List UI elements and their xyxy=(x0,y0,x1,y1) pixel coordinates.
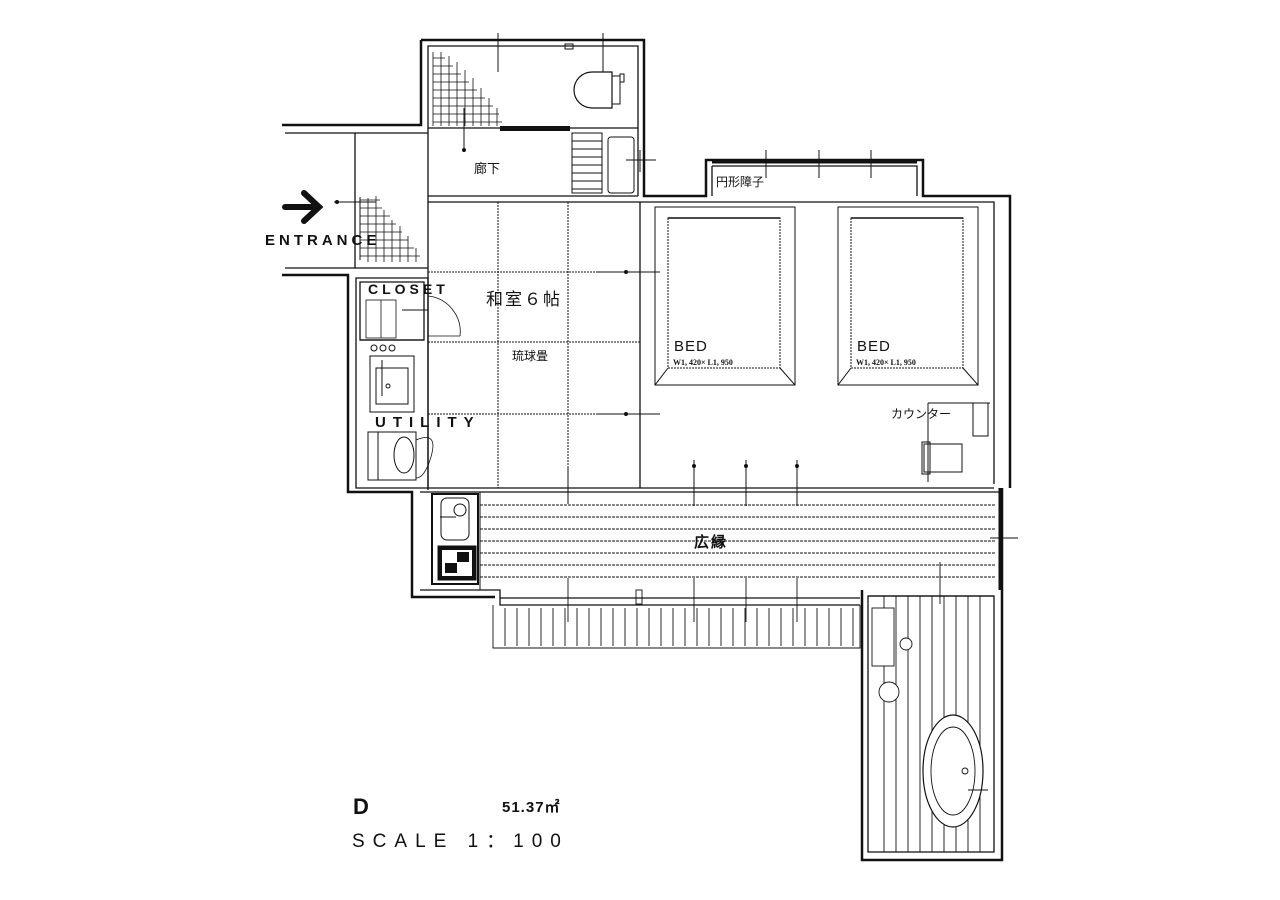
ryukyu-tatami-label: 琉球畳 xyxy=(512,349,549,363)
closet-utility xyxy=(365,295,461,481)
washitsu-label: 和室６帖 xyxy=(486,290,562,310)
engawa-floor xyxy=(480,504,996,578)
area-label: 51.37㎡ xyxy=(502,799,561,816)
inner-walls xyxy=(285,45,1001,853)
closet-label: CLOSET xyxy=(368,281,449,297)
toilet-bowl-icon xyxy=(573,71,613,109)
round-shoji-label: 円形障子 xyxy=(716,175,765,189)
bed-1 xyxy=(654,206,796,386)
kitchenette xyxy=(431,493,479,585)
round-shoji xyxy=(712,150,917,178)
bed-2-label: BED xyxy=(857,338,891,355)
counter xyxy=(921,402,990,482)
tatami-grid xyxy=(428,202,640,488)
bed-1-size: W1, 420× L1, 950 xyxy=(673,358,733,367)
toilet-room xyxy=(432,33,625,131)
counter-label: カウンター xyxy=(891,407,952,421)
entrance-label: ENTRANCE xyxy=(265,232,381,249)
utility-label: UTILITY xyxy=(375,414,481,431)
entrance-arrow-icon xyxy=(282,190,324,224)
grid-ticks xyxy=(567,270,660,504)
unit-label: D xyxy=(353,794,369,819)
bed-2-size: W1, 420× L1, 950 xyxy=(856,358,916,367)
bed-1-label: BED xyxy=(674,338,708,355)
corridor-label: 廊下 xyxy=(474,162,501,177)
lower-deck xyxy=(492,578,861,649)
scale-label: SCALE 1：100 xyxy=(352,831,569,852)
outer-walls xyxy=(282,38,1012,862)
entrance-area xyxy=(334,196,420,262)
dimension-ticks xyxy=(692,460,1018,590)
engawa-label: 広縁 xyxy=(694,533,729,551)
tile-grid xyxy=(432,52,502,126)
corridor xyxy=(462,108,656,194)
bed-2 xyxy=(837,206,979,386)
bath-deck xyxy=(871,562,988,852)
